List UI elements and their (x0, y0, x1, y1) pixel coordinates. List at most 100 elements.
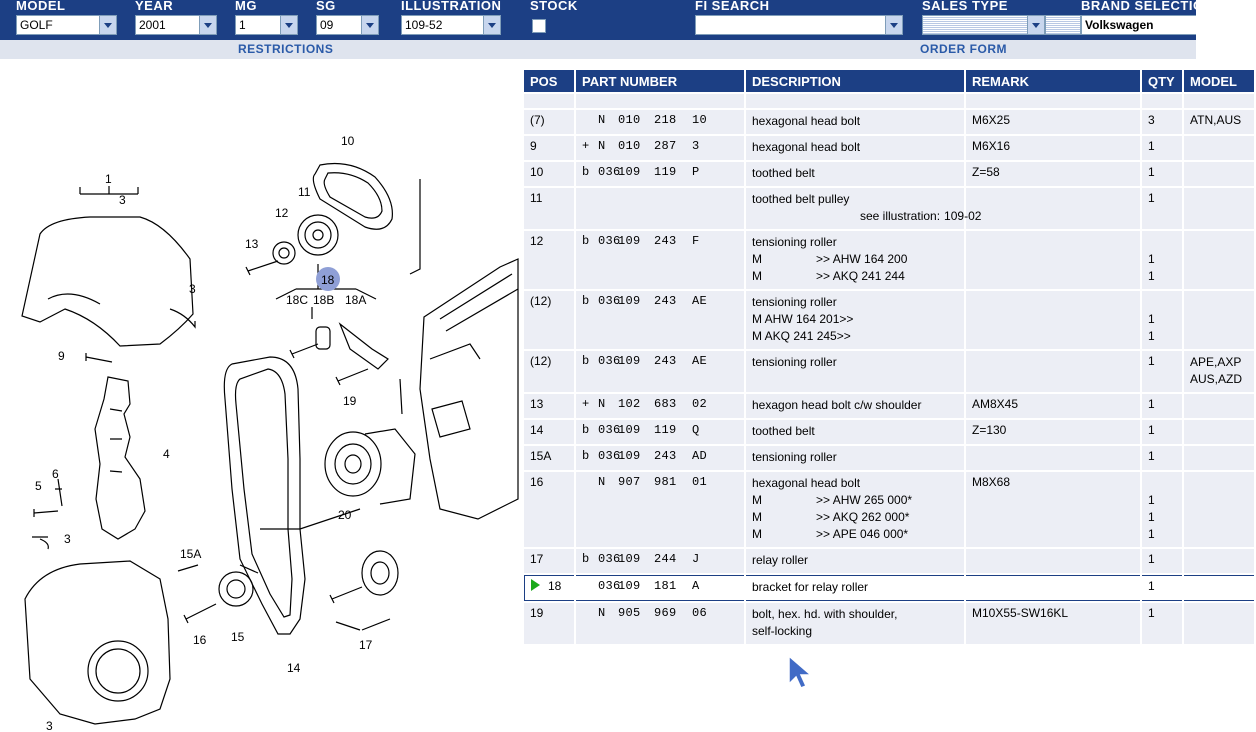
callout-label[interactable]: 9 (58, 349, 65, 363)
cell-description[interactable]: toothed belt (746, 420, 964, 444)
cell-pos[interactable]: 13 (524, 394, 574, 418)
cell-remark[interactable]: Z=130 (966, 420, 1140, 444)
cell-model[interactable] (1184, 603, 1254, 644)
cell-remark[interactable] (966, 549, 1140, 573)
cell-qty[interactable]: 1 (1142, 394, 1182, 418)
callout-label[interactable]: 6 (52, 467, 59, 481)
sg-select[interactable]: 09 (316, 15, 379, 35)
callout-label[interactable]: 12 (275, 206, 289, 220)
illustration-select[interactable]: 109-52 (401, 15, 501, 35)
mg-select[interactable]: 1 (235, 15, 298, 35)
cell-qty[interactable]: 1 (1142, 446, 1182, 470)
year-select[interactable]: 2001 (135, 15, 217, 35)
column-header-model[interactable]: MODEL (1184, 70, 1254, 92)
cell-pos[interactable]: 14 (524, 420, 574, 444)
chevron-down-icon[interactable] (483, 16, 500, 34)
callout-label[interactable]: 10 (341, 134, 355, 148)
brand-select[interactable]: Volkswagen (1081, 15, 1196, 35)
cell-pos[interactable]: (7) (524, 110, 574, 134)
cell-pos[interactable]: (12) (524, 291, 574, 349)
callout-label[interactable]: 3 (119, 193, 126, 207)
cell-remark[interactable] (966, 231, 1140, 289)
model-select[interactable]: GOLF (16, 15, 117, 35)
callout-label[interactable]: 19 (343, 394, 357, 408)
callout-label[interactable]: 3 (46, 719, 53, 732)
callout-label[interactable]: 16 (193, 633, 207, 647)
chevron-down-icon[interactable] (99, 16, 116, 34)
callout-label[interactable]: 13 (245, 237, 259, 251)
cell-model[interactable] (1184, 549, 1254, 573)
chevron-down-icon[interactable] (885, 16, 902, 34)
sales-type-select[interactable] (922, 15, 1045, 35)
cell-qty[interactable]: 1 (1142, 162, 1182, 186)
see-illustration-link[interactable]: see illustration:109-02 (752, 208, 981, 225)
cell-pos[interactable]: 9 (524, 136, 574, 160)
cell-remark[interactable]: Z=58 (966, 162, 1140, 186)
callout-label[interactable]: 17 (359, 638, 373, 652)
cell-qty[interactable]: 1 (1142, 136, 1182, 160)
cell-qty[interactable]: 3 (1142, 110, 1182, 134)
callout-label[interactable]: 18C (286, 293, 308, 307)
cell-qty[interactable]: 1 (1142, 188, 1182, 229)
cell-model[interactable] (1184, 575, 1254, 601)
cell-pos[interactable]: 11 (524, 188, 574, 229)
callout-label[interactable]: 18A (345, 293, 366, 307)
chevron-down-icon[interactable] (1027, 16, 1044, 34)
cell-remark[interactable] (966, 575, 1140, 601)
cell-description[interactable]: bolt, hex. hd. with shoulder,self-lockin… (746, 603, 964, 644)
stock-checkbox[interactable] (532, 19, 546, 33)
cell-description[interactable]: relay roller (746, 549, 964, 573)
column-header-qty[interactable]: QTY (1142, 70, 1182, 92)
cell-pos[interactable]: 15A (524, 446, 574, 470)
column-header-description[interactable]: DESCRIPTION (746, 70, 964, 92)
cell-model[interactable]: ATN,AUS (1184, 110, 1254, 134)
cell-pos[interactable]: 12 (524, 231, 574, 289)
cell-remark[interactable]: M6X16 (966, 136, 1140, 160)
callout-label[interactable]: 4 (163, 447, 170, 461)
column-header-pos[interactable]: POS (524, 70, 574, 92)
callout-label[interactable]: 5 (35, 479, 42, 493)
cell-model[interactable] (1184, 394, 1254, 418)
callout-label[interactable]: 1 (105, 172, 112, 186)
cell-part-number[interactable] (576, 188, 744, 229)
cell-model[interactable] (1184, 162, 1254, 186)
cell-remark[interactable] (966, 188, 1140, 229)
cell-description[interactable]: tensioning roller (746, 351, 964, 392)
exploded-view-illustration[interactable]: 10 11 12 13 18 18C 18B 18A 19 20 1 3 3 9… (0, 59, 519, 732)
cell-remark[interactable] (966, 351, 1140, 392)
cell-description[interactable]: tensioning roller (746, 446, 964, 470)
cell-remark[interactable]: M8X68 (966, 472, 1140, 547)
column-header-remark[interactable]: REMARK (966, 70, 1140, 92)
chevron-down-icon[interactable] (361, 16, 378, 34)
callout-label[interactable]: 3 (64, 532, 71, 546)
chevron-down-icon[interactable] (199, 16, 216, 34)
cell-model[interactable] (1184, 446, 1254, 470)
cell-description[interactable]: hexagonal head bolt (746, 110, 964, 134)
cell-qty[interactable]: 1 (1142, 420, 1182, 444)
cell-remark[interactable] (966, 446, 1140, 470)
cell-description[interactable]: hexagon head bolt c/w shoulder (746, 394, 964, 418)
